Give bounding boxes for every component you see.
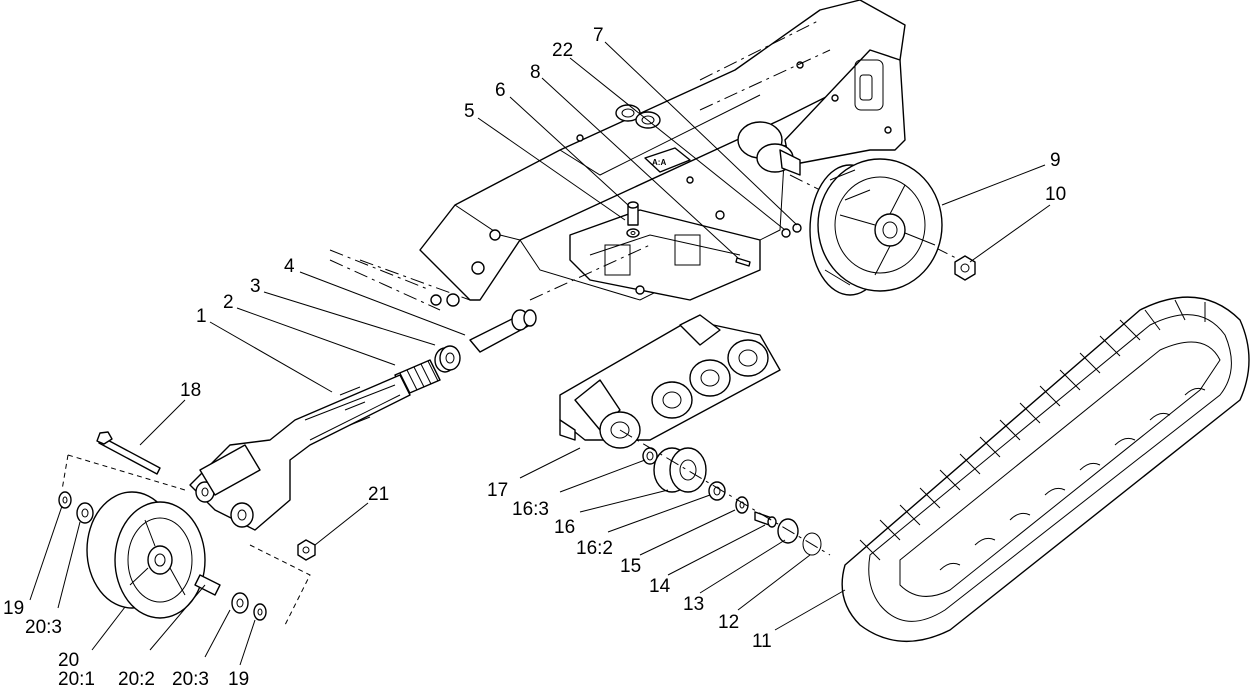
callout-17: 17 bbox=[487, 480, 508, 501]
callout-20-1: 20:1 bbox=[58, 669, 95, 690]
callout-2: 2 bbox=[223, 292, 234, 313]
roller-part-16 bbox=[653, 447, 707, 493]
drive-sprocket-part-9 bbox=[809, 158, 943, 296]
callout-16-3: 16:3 bbox=[512, 499, 549, 520]
idler-arm-part-1 bbox=[189, 374, 411, 531]
callout-18: 18 bbox=[180, 380, 201, 401]
tension-shaft-part-4 bbox=[469, 309, 537, 353]
callout-5: 5 bbox=[464, 101, 475, 122]
frame-assembly: A:A bbox=[329, 0, 961, 311]
callout-12: 12 bbox=[718, 612, 739, 633]
callout-13: 13 bbox=[683, 594, 704, 615]
nut-part-10 bbox=[954, 255, 976, 281]
rubber-track-part-11 bbox=[841, 296, 1250, 643]
washer-part-6 bbox=[626, 228, 640, 238]
callout-16: 16 bbox=[554, 517, 575, 538]
callout-15: 15 bbox=[620, 556, 641, 577]
callout-22: 22 bbox=[552, 40, 573, 61]
bolt-part-22 bbox=[781, 228, 791, 238]
washer-part-19-right bbox=[253, 603, 267, 621]
pin-part-8 bbox=[735, 257, 751, 267]
callout-20-2: 20:2 bbox=[118, 669, 155, 690]
callout-6: 6 bbox=[495, 80, 506, 101]
nut-part-21 bbox=[297, 539, 316, 561]
spacer-part-20-2 bbox=[194, 574, 221, 596]
callout-4: 4 bbox=[284, 256, 295, 277]
nut-part-3 bbox=[434, 345, 461, 373]
callout-14: 14 bbox=[649, 576, 671, 597]
roller-bogie-part-17 bbox=[559, 314, 781, 449]
callout-16-2: 16:2 bbox=[576, 538, 613, 559]
washer-part-19-left bbox=[58, 491, 72, 509]
callout-20: 20 bbox=[58, 650, 79, 671]
callout-3: 3 bbox=[250, 276, 261, 297]
callout-10: 10 bbox=[1045, 184, 1066, 205]
bearing-part-16-2 bbox=[708, 481, 726, 501]
idler-wheel-part-20 bbox=[86, 491, 206, 619]
nut-part-7 bbox=[792, 223, 802, 233]
bolt-part-18 bbox=[96, 431, 161, 475]
callout-1: 1 bbox=[196, 306, 207, 327]
callout-19-right: 19 bbox=[228, 669, 249, 690]
bearing-part-20-3-left bbox=[76, 502, 94, 524]
bolt-part-5 bbox=[627, 201, 639, 226]
callout-20-3-left: 20:3 bbox=[25, 617, 62, 638]
bearing-part-20-3-right bbox=[231, 592, 249, 614]
callout-11: 11 bbox=[752, 631, 772, 652]
callout-7: 7 bbox=[593, 25, 604, 46]
callout-20-3-right: 20:3 bbox=[172, 669, 209, 690]
callout-21: 21 bbox=[368, 484, 389, 505]
callout-labels: 1 2 3 4 5 6 7 8 22 9 10 18 21 17 16:3 16… bbox=[3, 25, 1066, 690]
leader-lines bbox=[29, 41, 1051, 666]
callout-9: 9 bbox=[1050, 150, 1061, 171]
bolt-part-14 bbox=[754, 511, 777, 528]
decal-label: A:A bbox=[652, 158, 666, 167]
ring-part-12 bbox=[802, 532, 822, 556]
cap-part-13 bbox=[777, 518, 799, 544]
callout-19-left: 19 bbox=[3, 598, 24, 619]
callout-8: 8 bbox=[530, 62, 541, 83]
